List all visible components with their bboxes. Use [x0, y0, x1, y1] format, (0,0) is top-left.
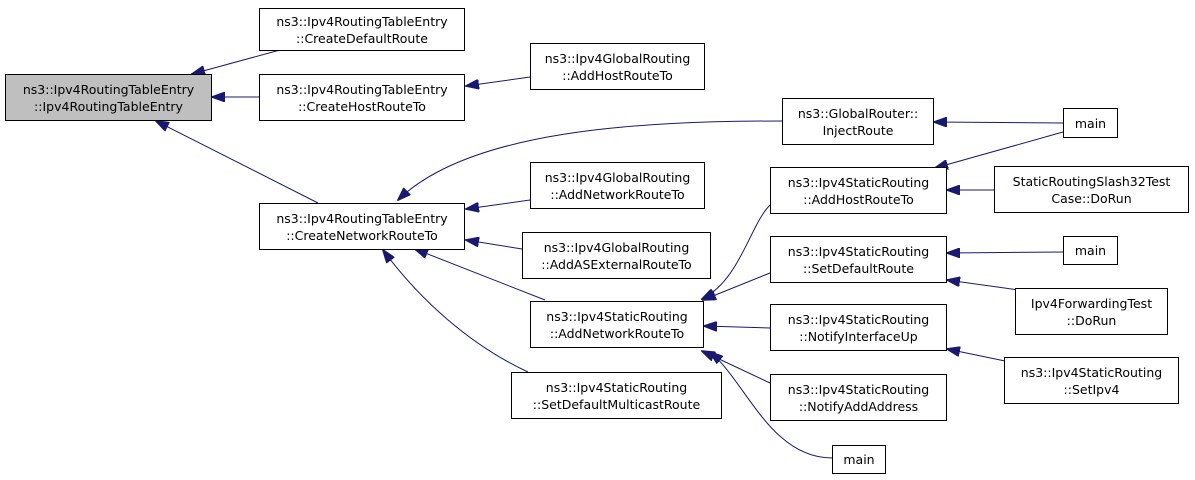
node-main-right[interactable]: main — [1063, 236, 1118, 265]
edge-niu-sanr — [704, 326, 771, 328]
node-label: ns3::Ipv4RoutingTableEntry — [276, 13, 448, 29]
node-label: ::CreateHostRouteTo — [298, 98, 426, 114]
node-label: ::CreateDefaultRoute — [296, 30, 428, 46]
node-static-routing-slash32-test-case[interactable]: StaticRoutingSlash32Test Case::DoRun — [994, 166, 1189, 213]
node-label: Case::DoRun — [1051, 190, 1132, 206]
node-create-host-route-to[interactable]: ns3::Ipv4RoutingTableEntry ::CreateHostR… — [259, 74, 465, 121]
node-root-ipv4routingtableentry-ctor: ns3::Ipv4RoutingTableEntry ::Ipv4Routing… — [5, 74, 212, 121]
node-label: ::AddASExternalRouteTo — [541, 256, 692, 272]
edge-maintop-sahr — [935, 131, 1064, 168]
node-label: ns3::Ipv4StaticRouting — [787, 311, 930, 327]
node-global-add-host-route-to[interactable]: ns3::Ipv4GlobalRouting ::AddHostRouteTo — [530, 43, 705, 90]
node-static-add-host-route-to[interactable]: ns3::Ipv4StaticRouting ::AddHostRouteTo — [770, 167, 947, 214]
node-label: ns3::Ipv4StaticRouting — [787, 174, 930, 190]
node-label: ::SetDefaultRoute — [803, 260, 914, 276]
node-create-default-route[interactable]: ns3::Ipv4RoutingTableEntry ::CreateDefau… — [259, 8, 465, 51]
node-static-set-ipv4[interactable]: ns3::Ipv4StaticRouting ::SetIpv4 — [1004, 357, 1179, 404]
node-label: ::AddNetworkRouteTo — [549, 325, 685, 341]
node-label: InjectRoute — [822, 122, 894, 138]
edge-gaas-cnr — [466, 240, 523, 250]
node-label: ns3::Ipv4GlobalRouting — [544, 50, 691, 66]
node-label: ns3::Ipv4StaticRouting — [546, 308, 688, 324]
edge-maintop-inject — [934, 122, 1064, 123]
edge-sdmr-cnr — [383, 250, 529, 373]
node-ipv4-forwarding-test[interactable]: Ipv4ForwardingTest ::DoRun — [1015, 288, 1168, 335]
node-label: ns3::Ipv4GlobalRouting — [544, 169, 691, 185]
node-label: ::DoRun — [1066, 312, 1117, 328]
edge-mainmid-sanr — [710, 352, 833, 459]
node-label: ns3::Ipv4RoutingTableEntry — [22, 81, 195, 97]
node-label: ns3::Ipv4RoutingTableEntry — [276, 81, 448, 97]
node-label: StaticRoutingSlash32Test — [1012, 173, 1171, 189]
node-label: ::SetIpv4 — [1063, 381, 1120, 397]
edge-cdr-root — [192, 49, 281, 74]
edge-setipv4-niu — [947, 349, 1006, 362]
node-global-add-network-route-to[interactable]: ns3::Ipv4GlobalRouting ::AddNetworkRoute… — [530, 162, 705, 209]
node-label: main — [1074, 115, 1107, 131]
edge-sanr-cnr — [415, 249, 546, 301]
edge-sdr-sanr — [703, 272, 771, 300]
node-label: ::NotifyAddAddress — [798, 398, 919, 414]
node-label: ::CreateNetworkRouteTo — [286, 227, 438, 243]
node-static-set-default-multicast-route[interactable]: ns3::Ipv4StaticRouting ::SetDefaultMulti… — [511, 372, 722, 419]
node-static-add-network-route-to[interactable]: ns3::Ipv4StaticRouting ::AddNetworkRoute… — [530, 301, 704, 348]
node-label: ns3::Ipv4RoutingTableEntry — [276, 210, 448, 226]
edge-mainr2-sdr — [947, 252, 1064, 253]
edge-inject-cnr — [398, 120, 783, 200]
edge-ganr-cnr — [466, 199, 531, 209]
node-static-notify-interface-up[interactable]: ns3::Ipv4StaticRouting ::NotifyInterface… — [770, 304, 947, 351]
node-label: ns3::Ipv4StaticRouting — [545, 379, 688, 395]
node-label: ::SetDefaultMulticastRoute — [532, 396, 701, 412]
node-label: ::Ipv4RoutingTableEntry — [34, 98, 183, 114]
node-label: main — [843, 452, 875, 467]
node-label: ns3::GlobalRouter:: — [797, 105, 919, 121]
node-create-network-route-to[interactable]: ns3::Ipv4RoutingTableEntry ::CreateNetwo… — [259, 203, 465, 250]
node-label: main — [1074, 243, 1107, 258]
node-main-mid[interactable]: main — [832, 445, 886, 474]
node-global-router-inject-route[interactable]: ns3::GlobalRouter:: InjectRoute — [782, 98, 934, 145]
edge-gahr-chr — [466, 76, 531, 86]
node-label: ::NotifyInterfaceUp — [799, 328, 918, 344]
node-label: ::AddHostRouteTo — [562, 67, 673, 83]
node-label: ::AddNetworkRouteTo — [550, 186, 685, 202]
node-label: Ipv4ForwardingTest — [1030, 295, 1153, 311]
node-main-top[interactable]: main — [1063, 108, 1118, 138]
node-label: ns3::Ipv4StaticRouting — [787, 381, 930, 397]
node-label: ns3::Ipv4StaticRouting — [1020, 364, 1163, 380]
node-label: ns3::Ipv4GlobalRouting — [543, 239, 690, 255]
node-static-notify-add-address[interactable]: ns3::Ipv4StaticRouting ::NotifyAddAddres… — [770, 374, 947, 421]
edge-sahr-sanr — [702, 204, 771, 299]
node-static-set-default-route[interactable]: ns3::Ipv4StaticRouting ::SetDefaultRoute — [770, 236, 947, 283]
node-label: ::AddHostRouteTo — [803, 191, 914, 207]
node-label: ns3::Ipv4StaticRouting — [787, 243, 930, 259]
node-global-add-as-external-route-to[interactable]: ns3::Ipv4GlobalRouting ::AddASExternalRo… — [522, 232, 711, 279]
edge-cnr-root — [156, 121, 319, 204]
